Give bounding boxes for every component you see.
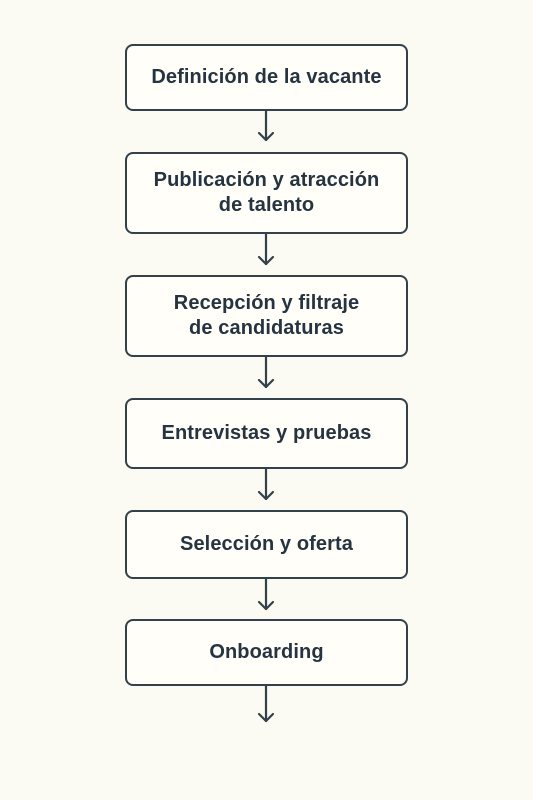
step-label: Definición de la vacante [151, 66, 382, 88]
arrow-5 [257, 577, 275, 611]
arrow-2 [257, 232, 275, 266]
arrow-3 [257, 355, 275, 389]
step-label: Entrevistas y pruebas [161, 422, 372, 444]
step-label: Selección y oferta [180, 533, 353, 555]
arrow-4 [257, 467, 275, 501]
step-box-definicion: Definición de la vacante [125, 44, 408, 111]
step-box-entrevistas: Entrevistas y pruebas [125, 398, 408, 469]
step-box-recepcion: Recepción y filtraje de candidaturas [125, 275, 408, 357]
step-label: Publicación y atracción de talento [153, 169, 380, 216]
step-box-seleccion: Selección y oferta [125, 510, 408, 579]
arrow-6 [257, 684, 275, 723]
step-box-onboarding: Onboarding [125, 619, 408, 686]
step-label: Onboarding [209, 641, 324, 663]
step-label: Recepción y filtraje de candidaturas [173, 292, 360, 339]
step-box-publicacion: Publicación y atracción de talento [125, 152, 408, 234]
arrow-1 [257, 109, 275, 142]
